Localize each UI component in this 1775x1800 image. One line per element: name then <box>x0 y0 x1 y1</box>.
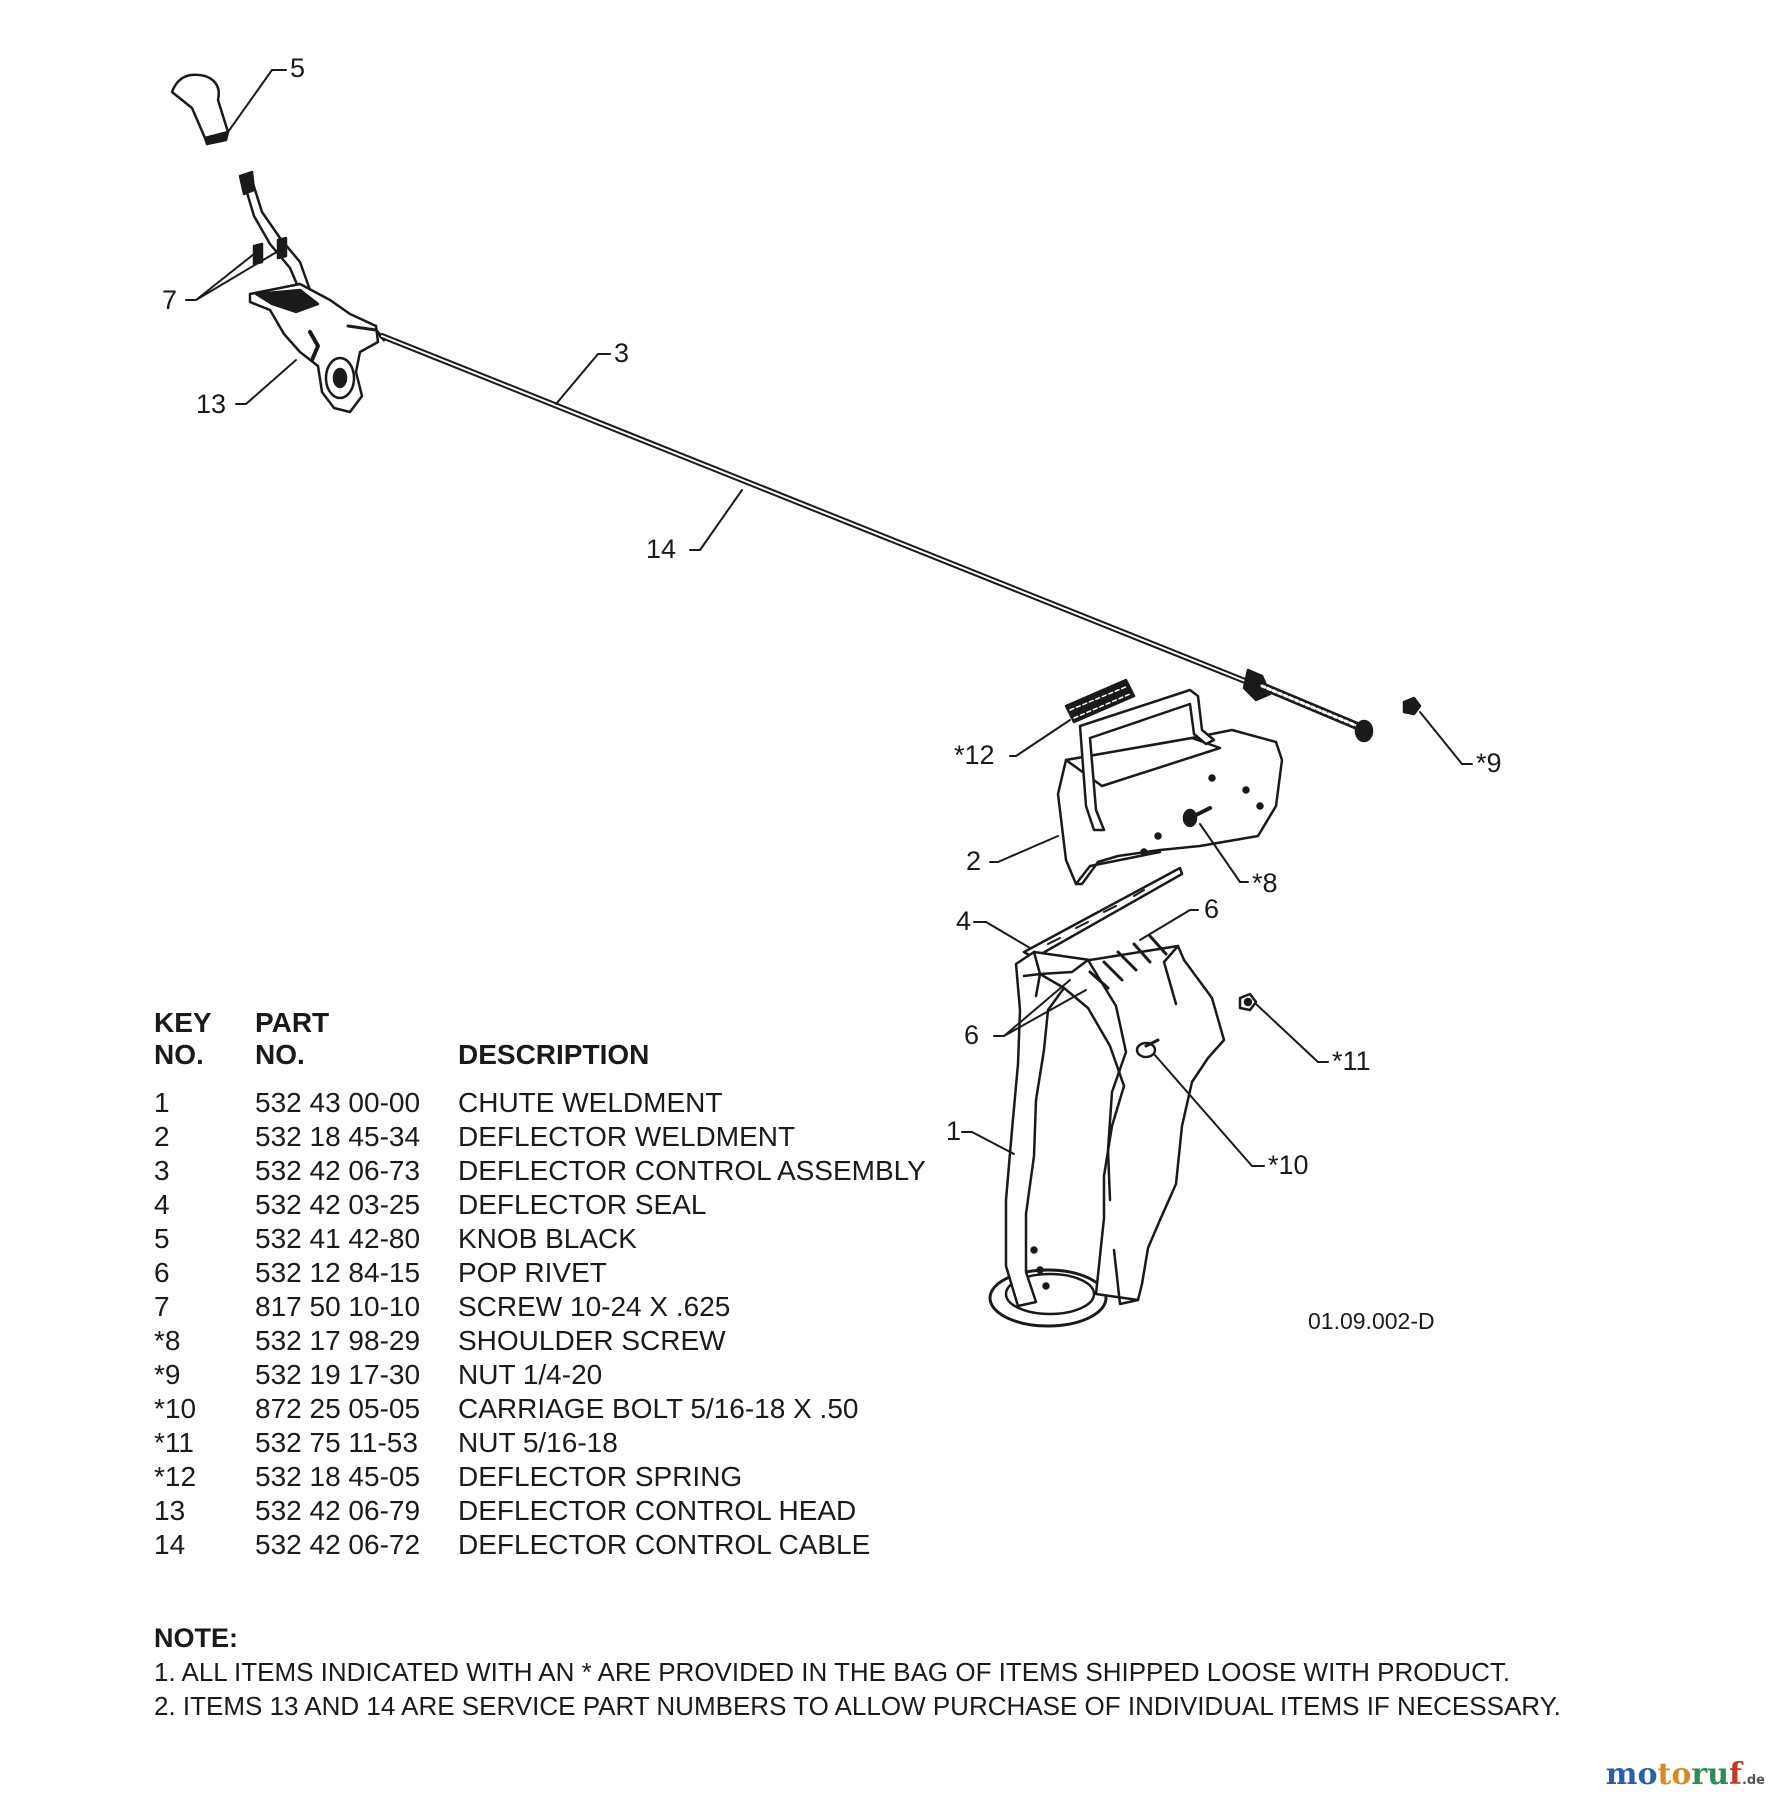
part-no-cell: 532 41 42-80 <box>255 1223 421 1254</box>
deflector-spring-part <box>1064 678 1136 724</box>
callout-10: *10 <box>1268 1150 1309 1180</box>
description-cell: CARRIAGE BOLT 5/16-18 X .50 <box>458 1393 859 1424</box>
description-cell: KNOB BLACK <box>458 1223 637 1254</box>
callout-3: 3 <box>614 338 630 368</box>
key-no-cell: *9 <box>154 1359 181 1390</box>
watermark-tld: .de <box>1741 1773 1765 1788</box>
part-no-cell: 532 12 84-15 <box>255 1257 421 1288</box>
key-no-cell: 1 <box>154 1087 170 1118</box>
header-part-line2: NO. <box>255 1039 305 1070</box>
description-cell: SCREW 10-24 X .625 <box>458 1291 731 1322</box>
description-cell: NUT 1/4-20 <box>458 1359 603 1390</box>
leader-lines <box>185 69 1473 1167</box>
part-no-cell: 817 50 10-10 <box>255 1291 421 1322</box>
part-no-cell: 872 25 05-05 <box>255 1393 421 1424</box>
motoruf-watermark-logo: motoruf.de <box>1606 1757 1765 1792</box>
deflector-weldment-part <box>1056 688 1284 886</box>
part-no-cell: 532 18 45-34 <box>255 1121 421 1152</box>
key-no-cell: 3 <box>154 1155 170 1186</box>
description-cell: DEFLECTOR SPRING <box>458 1461 743 1492</box>
key-no-cell: 4 <box>154 1189 170 1220</box>
shoulder-screw-part <box>1182 806 1212 828</box>
nut-part-11 <box>1238 992 1258 1012</box>
key-no-cell: *8 <box>154 1325 181 1356</box>
description-cell: DEFLECTOR CONTROL ASSEMBLY <box>458 1155 926 1186</box>
note-line-2: 2. ITEMS 13 AND 14 ARE SERVICE PART NUMB… <box>154 1691 1561 1721</box>
callout-11: *11 <box>1332 1046 1371 1076</box>
part-no-cell: 532 18 45-05 <box>255 1461 421 1492</box>
nut-part-9 <box>1402 696 1422 716</box>
header-description: DESCRIPTION <box>458 1039 650 1070</box>
note-title: NOTE: <box>154 1623 238 1653</box>
description-cell: CHUTE WELDMENT <box>458 1087 723 1118</box>
note-block: NOTE: 1. ALL ITEMS INDICATED WITH AN * A… <box>154 1621 1561 1723</box>
key-no-cell: 7 <box>154 1291 170 1322</box>
callout-5: 5 <box>290 53 306 83</box>
description-cell: DEFLECTOR WELDMENT <box>458 1121 796 1152</box>
description-cell: NUT 5/16-18 <box>458 1427 618 1458</box>
callout-6-upper: 6 <box>1204 894 1220 924</box>
callout-6-lower: 6 <box>964 1020 980 1050</box>
watermark-part-4: f <box>1729 1757 1742 1792</box>
carriage-bolt-part <box>1135 1038 1160 1059</box>
key-no-cell: 13 <box>154 1495 186 1526</box>
key-no-cell: 14 <box>154 1529 186 1560</box>
watermark-part-2: to <box>1657 1757 1692 1792</box>
watermark-part-1: mo <box>1605 1757 1658 1792</box>
callout-2: 2 <box>966 846 982 876</box>
key-no-cell: 6 <box>154 1257 170 1288</box>
header-key-line2: NO. <box>154 1039 204 1070</box>
part-no-cell: 532 42 06-73 <box>255 1155 421 1186</box>
header-part-line1: PART <box>255 1007 330 1038</box>
header-key-line1: KEY <box>154 1007 212 1038</box>
part-no-cell: 532 75 11-53 <box>255 1427 418 1458</box>
callout-14: 14 <box>646 534 677 564</box>
callout-4: 4 <box>956 906 972 936</box>
knob-part <box>170 73 230 146</box>
part-no-cell: 532 42 03-25 <box>255 1189 421 1220</box>
control-cable <box>379 333 1374 743</box>
callout-13: 13 <box>196 389 227 419</box>
description-cell: SHOULDER SCREW <box>458 1325 726 1356</box>
callout-8: *8 <box>1252 868 1278 898</box>
description-cell: DEFLECTOR SEAL <box>458 1189 707 1220</box>
part-no-cell: 532 17 98-29 <box>255 1325 421 1356</box>
key-no-cell: *12 <box>154 1461 197 1492</box>
chute-weldment-part <box>988 944 1226 1328</box>
part-no-cell: 532 42 06-79 <box>255 1495 421 1526</box>
note-line-1: 1. ALL ITEMS INDICATED WITH AN * ARE PRO… <box>154 1657 1511 1687</box>
part-no-cell: 532 19 17-30 <box>255 1359 421 1390</box>
diagram-code: 01.09.002-D <box>1308 1308 1435 1334</box>
control-head-part <box>248 236 386 414</box>
callout-1: 1 <box>946 1116 962 1146</box>
callout-12: *12 <box>954 740 995 770</box>
callout-9: *9 <box>1476 748 1502 778</box>
key-no-cell: 2 <box>154 1121 170 1152</box>
watermark-part-3: ru <box>1691 1757 1730 1792</box>
key-no-cell: *11 <box>154 1427 194 1458</box>
part-no-cell: 532 42 06-72 <box>255 1529 421 1560</box>
part-no-cell: 532 43 00-00 <box>255 1087 421 1118</box>
description-cell: DEFLECTOR CONTROL HEAD <box>458 1495 857 1526</box>
callout-7: 7 <box>162 285 178 315</box>
control-lever <box>238 170 312 298</box>
key-no-cell: 5 <box>154 1223 170 1254</box>
description-cell: DEFLECTOR CONTROL CABLE <box>458 1529 871 1560</box>
description-cell: POP RIVET <box>458 1257 607 1288</box>
pop-rivets-part <box>1088 934 1168 990</box>
key-no-cell: *10 <box>154 1393 197 1424</box>
